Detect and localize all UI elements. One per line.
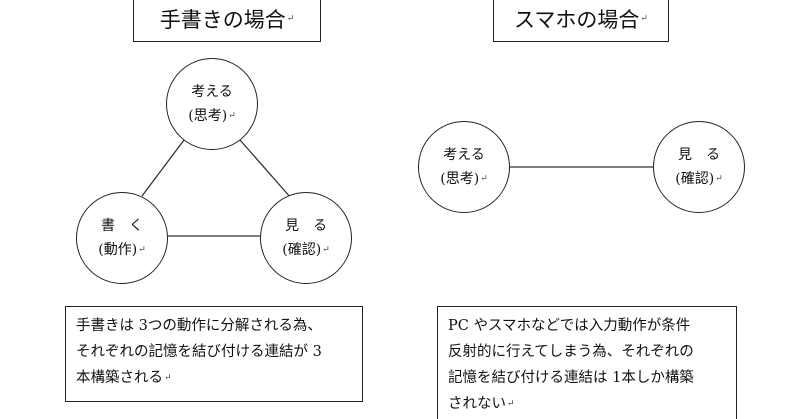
return-mark: ↵ (138, 245, 146, 255)
right-title: スマホの場合 (514, 8, 640, 32)
description-line: PC やスマホなどでは入力動作が条件 (448, 318, 691, 334)
left-node-write: 書 く (動作)↵ (76, 192, 168, 284)
right-node-see: 見 る (確認)↵ (653, 121, 745, 213)
return-mark: ↵ (480, 174, 488, 184)
return-mark: ↵ (164, 373, 172, 383)
node-sublabel: (動作) (98, 242, 138, 258)
description-line: 反射的に行えてしまう為、それぞれの (448, 344, 694, 360)
right-description-box: PC やスマホなどでは入力動作が条件 反射的に行えてしまう為、それぞれの 記憶を… (437, 306, 737, 419)
return-mark: ↵ (715, 174, 723, 184)
node-sublabel: (思考) (440, 171, 480, 187)
node-sublabel: (確認) (282, 242, 322, 258)
left-node-see: 見 る (確認)↵ (260, 192, 352, 284)
right-title-box: スマホの場合↵ (493, 0, 669, 42)
return-mark: ↵ (228, 111, 236, 121)
description-line: されない (448, 396, 506, 412)
node-sublabel: (思考) (188, 108, 228, 124)
return-mark: ↵ (640, 14, 648, 24)
left-description-box: 手書きは 3つの動作に分解される為、 それぞれの記憶を結び付ける連結が 3 本構… (65, 306, 363, 402)
left-title-box: 手書きの場合↵ (133, 0, 321, 42)
node-label: 見 る (285, 218, 327, 234)
node-sublabel: (確認) (675, 171, 715, 187)
node-label: 見 る (678, 147, 720, 163)
return-mark: ↵ (286, 14, 295, 24)
node-label: 考える (443, 147, 485, 163)
right-node-think: 考える (思考)↵ (418, 121, 510, 213)
description-line: 記憶を結び付ける連結は 1本しか構築 (448, 370, 694, 386)
connector-think-write (141, 139, 185, 197)
connector-think-see (239, 139, 292, 199)
description-line: それぞれの記憶を結び付ける連結が 3 (76, 344, 322, 360)
left-node-think: 考える (思考)↵ (166, 58, 258, 150)
description-line: 手書きは 3つの動作に分解される為、 (76, 318, 322, 334)
left-title: 手書きの場合 (159, 8, 286, 32)
return-mark: ↵ (507, 399, 515, 409)
node-label: 考える (191, 84, 233, 100)
node-label: 書 く (101, 218, 143, 234)
description-line: 本構築される (76, 370, 163, 386)
return-mark: ↵ (322, 245, 330, 255)
